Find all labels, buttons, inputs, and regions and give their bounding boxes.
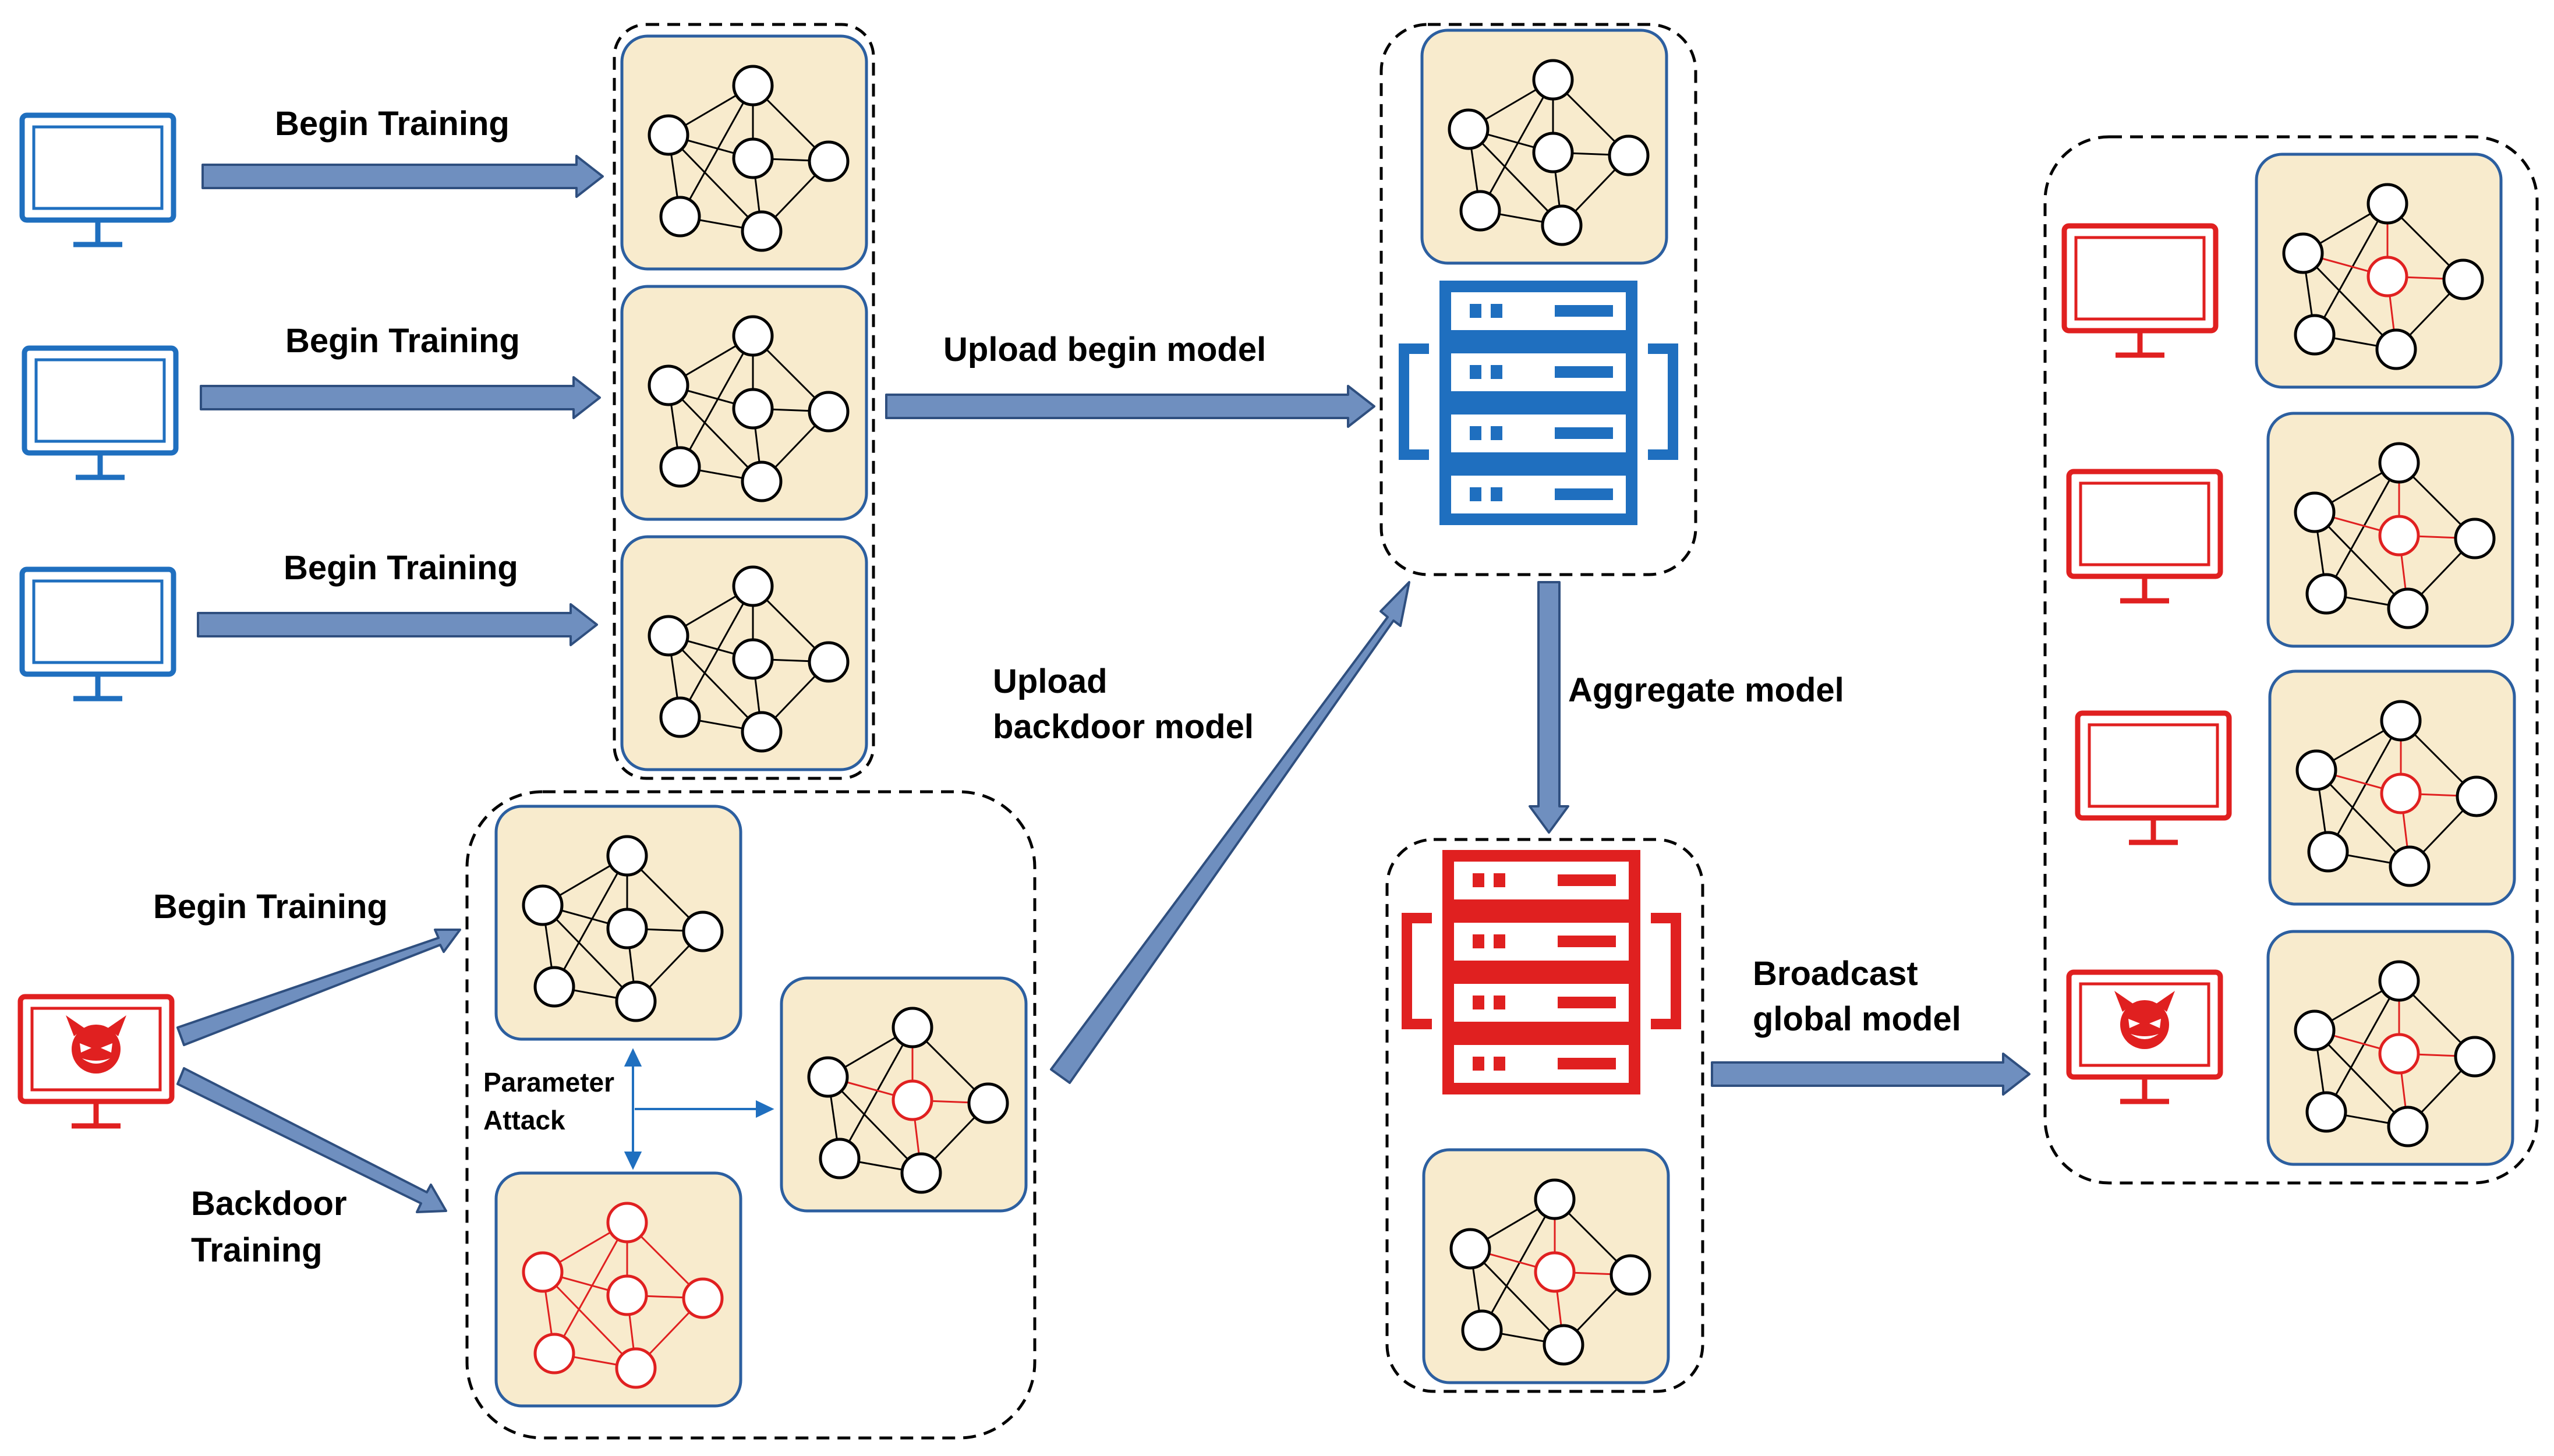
upload-begin-model-arrow [885,385,1375,428]
begin-training-label-3: Begin Training [284,549,518,587]
poisoned-model-icon [781,978,1026,1211]
upload-begin-model-label: Upload begin model [943,331,1266,369]
server-icon [1399,286,1678,519]
server-model-icon [1422,30,1667,263]
broadcast-client-4-devil-monitor-icon [2069,972,2220,1101]
broadcast-model-4-icon [2268,931,2513,1164]
begin-training-label-1: Begin Training [275,105,510,143]
malicious-benign-model-icon [496,806,741,1039]
benign-model-2-icon [622,286,866,519]
begin-training-arrow-2 [200,376,601,419]
aggregated-server-group [1385,838,1704,1393]
begin-training-malicious-arrow [176,929,461,1046]
upload-backdoor-label-line1: Upload [993,663,1108,700]
begin-training-arrow-1 [201,155,604,198]
broadcast-client-1-monitor-icon [2064,226,2216,355]
benign-model-3-icon [622,537,866,770]
begin-training-malicious-label: Begin Training [153,888,388,926]
broadcast-model-3-icon [2270,671,2514,904]
benign-model-1-icon [622,36,866,269]
broadcast-label-line2: global model [1753,1000,1961,1038]
parameter-attack-label-line2: Attack [483,1105,565,1135]
broadcast-model-arrow [1711,1053,2031,1096]
server-upload-group [1379,23,1697,576]
backdoor-model-icon [496,1173,741,1406]
broadcast-clients-group [2043,135,2539,1185]
parameter-attack-label-line1: Parameter [483,1067,614,1097]
upload-backdoor-model-arrow [1050,581,1410,1084]
begin-training-label-2: Begin Training [285,322,520,360]
benign-models-group [613,23,875,780]
broadcast-model-1-icon [2256,154,2501,387]
begin-training-arrow-3 [197,603,598,646]
broadcast-client-3-monitor-icon [2078,713,2229,842]
broadcast-label-line1: Broadcast [1753,955,1918,993]
backdoor-training-arrow [176,1067,447,1213]
backdoor-training-label-line1: Backdoor [191,1185,347,1223]
aggregate-model-label: Aggregate model [1568,671,1844,709]
benign-client-2-monitor-icon [24,348,176,477]
broadcast-client-2-monitor-icon [2069,472,2220,601]
aggregate-model-arrow [1529,581,1569,834]
backdoor-training-label-line2: Training [191,1231,323,1269]
broadcast-model-2-icon [2268,413,2513,646]
malicious-models-group [465,790,1037,1440]
benign-client-1-monitor-icon [22,115,174,245]
aggregated-model-icon [1424,1150,1668,1383]
aggregated-server-icon [1402,856,1681,1089]
upload-backdoor-label-line2: backdoor model [993,708,1254,746]
malicious-client-monitor-icon [20,997,172,1126]
benign-client-3-monitor-icon [22,569,174,699]
